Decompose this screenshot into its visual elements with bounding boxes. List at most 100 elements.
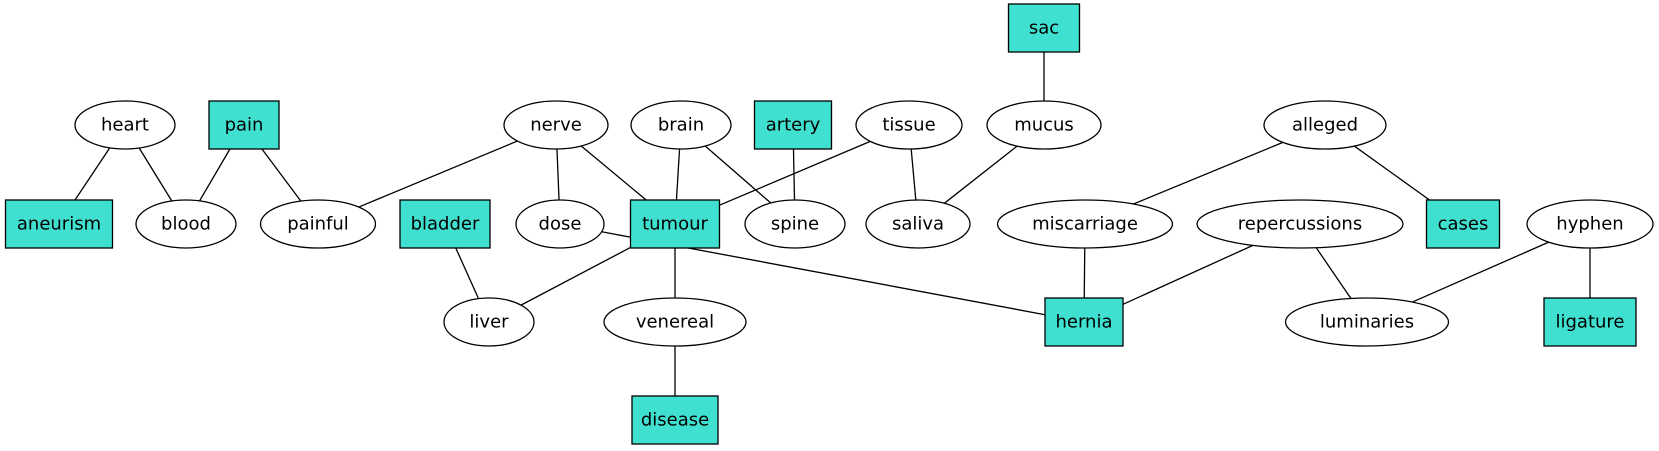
node-cases: cases	[1425, 199, 1501, 249]
edge-repercussions-hernia	[1122, 244, 1254, 305]
node-hyphen: hyphen	[1526, 199, 1654, 249]
node-ellipse-painful	[259, 199, 377, 249]
node-box-artery	[753, 100, 833, 150]
node-alleged: alleged	[1263, 100, 1387, 150]
edge-tissue-tumour	[719, 140, 871, 206]
edge-miscarriage-hernia	[1083, 247, 1086, 299]
node-ellipse-saliva	[865, 199, 971, 249]
node-box-tumour	[629, 199, 721, 249]
edge-alleged-miscarriage	[1133, 141, 1284, 205]
node-tissue: tissue	[855, 100, 963, 150]
node-heart: heart	[74, 100, 176, 150]
node-ellipse-mucus	[986, 100, 1102, 150]
node-box-pain	[208, 100, 280, 150]
node-ellipse-liver	[443, 297, 535, 347]
node-label-liver: liver	[469, 312, 509, 333]
node-ellipse-spine	[744, 199, 846, 249]
edge-bladder-liver	[455, 247, 480, 299]
node-sac: sac	[1007, 3, 1081, 53]
node-label-repercussions: repercussions	[1238, 214, 1362, 235]
node-ellipse-miscarriage	[996, 199, 1174, 249]
node-label-bladder: bladder	[411, 214, 480, 235]
node-box-bladder	[399, 199, 491, 249]
node-ellipse-nerve	[503, 100, 609, 150]
node-label-blood: blood	[161, 214, 211, 235]
node-ellipse-heart	[74, 100, 176, 150]
node-ellipse-tissue	[855, 100, 963, 150]
node-label-aneurism: aneurism	[17, 214, 101, 235]
node-label-brain: brain	[658, 115, 704, 136]
edge-artery-spine	[792, 148, 796, 201]
node-label-venereal: venereal	[636, 312, 714, 333]
node-label-cases: cases	[1438, 214, 1489, 235]
node-label-saliva: saliva	[892, 214, 944, 235]
node-box-aneurism	[4, 199, 114, 249]
node-ellipse-brain	[630, 100, 732, 150]
edge-pain-painful	[261, 148, 302, 202]
node-label-painful: painful	[287, 214, 349, 235]
node-label-artery: artery	[766, 115, 821, 136]
node-label-pain: pain	[225, 115, 264, 136]
node-liver: liver	[443, 297, 535, 347]
node-label-hyphen: hyphen	[1556, 214, 1623, 235]
node-nerve: nerve	[503, 100, 609, 150]
edge-brain-spine	[704, 145, 772, 204]
node-label-nerve: nerve	[530, 115, 582, 136]
edge-nerve-dose	[556, 148, 560, 201]
node-brain: brain	[630, 100, 732, 150]
node-label-dose: dose	[539, 214, 582, 235]
node-label-luminaries: luminaries	[1320, 312, 1414, 333]
node-layer: heart pain aneurism blood painful nerve brain a…	[4, 3, 1654, 445]
edge-hyphen-luminaries	[1412, 241, 1549, 303]
edge-mucus-saliva	[943, 145, 1018, 204]
node-ligature: ligature	[1543, 297, 1637, 347]
node-label-tumour: tumour	[642, 214, 708, 235]
node-ellipse-dose	[515, 199, 605, 249]
node-label-sac: sac	[1029, 18, 1059, 39]
node-bladder: bladder	[399, 199, 491, 249]
node-ellipse-hyphen	[1526, 199, 1654, 249]
node-label-disease: disease	[641, 410, 709, 431]
edge-nerve-painful	[358, 140, 518, 208]
edge-nerve-tumour	[580, 145, 647, 201]
node-label-ligature: ligature	[1555, 312, 1624, 333]
node-label-tissue: tissue	[882, 115, 935, 136]
node-saliva: saliva	[865, 199, 971, 249]
node-hernia: hernia	[1044, 297, 1124, 347]
node-artery: artery	[753, 100, 833, 150]
node-box-disease	[631, 395, 719, 445]
node-box-ligature	[1543, 297, 1637, 347]
node-luminaries: luminaries	[1284, 297, 1450, 347]
node-ellipse-repercussions	[1196, 199, 1404, 249]
edge-pain-blood	[198, 148, 231, 202]
edge-alleged-cases	[1353, 145, 1430, 201]
node-ellipse-venereal	[603, 297, 747, 347]
edge-brain-tumour	[675, 148, 681, 201]
edge-layer	[74, 52, 1591, 396]
node-blood: blood	[135, 199, 237, 249]
node-label-spine: spine	[771, 214, 819, 235]
node-spine: spine	[744, 199, 846, 249]
node-tumour: tumour	[629, 199, 721, 249]
node-ellipse-alleged	[1263, 100, 1387, 150]
edge-heart-blood	[138, 147, 173, 202]
node-label-heart: heart	[101, 115, 149, 136]
node-mucus: mucus	[986, 100, 1102, 150]
node-box-cases	[1425, 199, 1501, 249]
node-ellipse-luminaries	[1284, 297, 1450, 347]
node-label-miscarriage: miscarriage	[1032, 214, 1138, 235]
edge-tumour-liver	[520, 246, 631, 306]
node-painful: painful	[259, 199, 377, 249]
node-repercussions: repercussions	[1196, 199, 1404, 249]
edge-tissue-saliva	[910, 148, 917, 201]
node-box-sac	[1007, 3, 1081, 53]
node-label-hernia: hernia	[1055, 312, 1112, 333]
edge-heart-aneurism	[74, 147, 111, 201]
node-label-alleged: alleged	[1292, 115, 1358, 136]
node-miscarriage: miscarriage	[996, 199, 1174, 249]
node-venereal: venereal	[603, 297, 747, 347]
node-dose: dose	[515, 199, 605, 249]
node-pain: pain	[208, 100, 280, 150]
edge-repercussions-luminaries	[1315, 247, 1352, 299]
